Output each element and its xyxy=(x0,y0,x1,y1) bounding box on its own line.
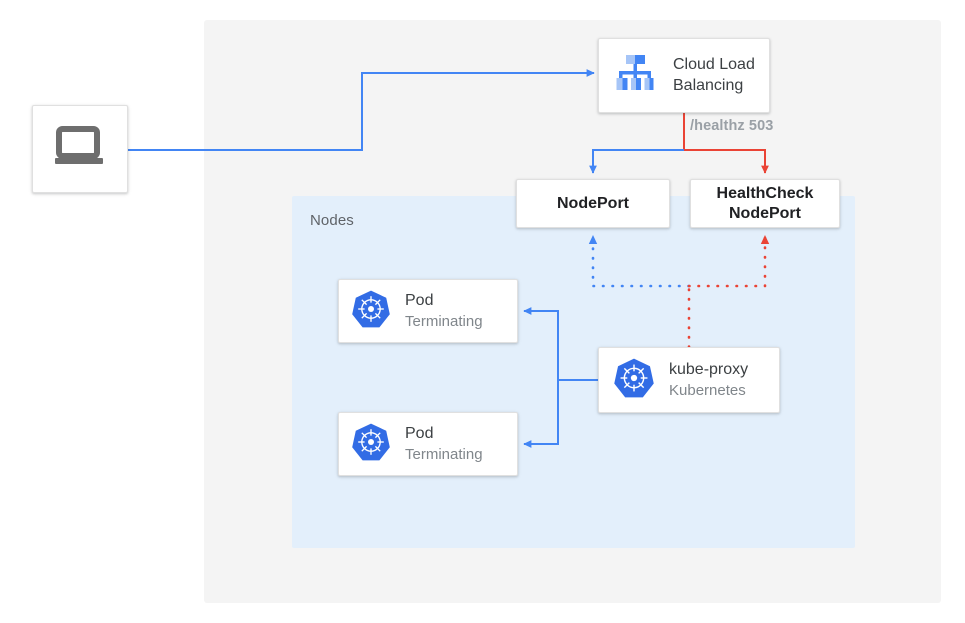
pod-text-2: Pod Terminating xyxy=(405,424,483,464)
kube-proxy-subtitle: Kubernetes xyxy=(669,381,746,399)
pod-node-2[interactable]: Pod Terminating xyxy=(338,412,518,476)
laptop-icon xyxy=(54,125,106,173)
cloud-load-balancing-node[interactable]: Cloud Load Balancing xyxy=(598,38,770,113)
cloud-load-balancing-title-line2: Balancing xyxy=(673,76,744,94)
client-node[interactable] xyxy=(32,105,128,193)
pod-node-1[interactable]: Pod Terminating xyxy=(338,279,518,343)
cloud-load-balancing-icon xyxy=(613,53,657,98)
kubernetes-icon xyxy=(351,422,391,467)
kube-proxy-text: kube-proxy Kubernetes xyxy=(669,360,748,400)
pod-title-1: Pod xyxy=(405,292,434,310)
kube-proxy-node[interactable]: kube-proxy Kubernetes xyxy=(598,347,780,413)
nodeport-node[interactable]: NodePort xyxy=(516,179,670,228)
pod-status-2: Terminating xyxy=(405,445,483,463)
healthcheck-nodeport-label-line1: HealthCheck xyxy=(716,184,814,202)
pod-text-1: Pod Terminating xyxy=(405,291,483,331)
cloud-load-balancing-title-line1: Cloud Load xyxy=(673,56,755,74)
kube-proxy-title: kube-proxy xyxy=(669,361,749,379)
kubernetes-icon xyxy=(613,357,655,404)
nodes-panel-label: Nodes xyxy=(310,212,354,229)
kubernetes-icon xyxy=(351,289,391,334)
pod-title-2: Pod xyxy=(405,425,434,443)
cloud-load-balancing-text: Cloud Load Balancing xyxy=(673,55,755,96)
pod-status-1: Terminating xyxy=(405,312,483,330)
healthcheck-nodeport-label-line2: NodePort xyxy=(728,204,801,222)
nodeport-label: NodePort xyxy=(557,194,629,212)
healthcheck-nodeport-node[interactable]: HealthCheck NodePort xyxy=(690,179,840,228)
healthz-status-label: /healthz 503 xyxy=(690,118,774,134)
healthcheck-nodeport-text: HealthCheck NodePort xyxy=(717,184,814,224)
